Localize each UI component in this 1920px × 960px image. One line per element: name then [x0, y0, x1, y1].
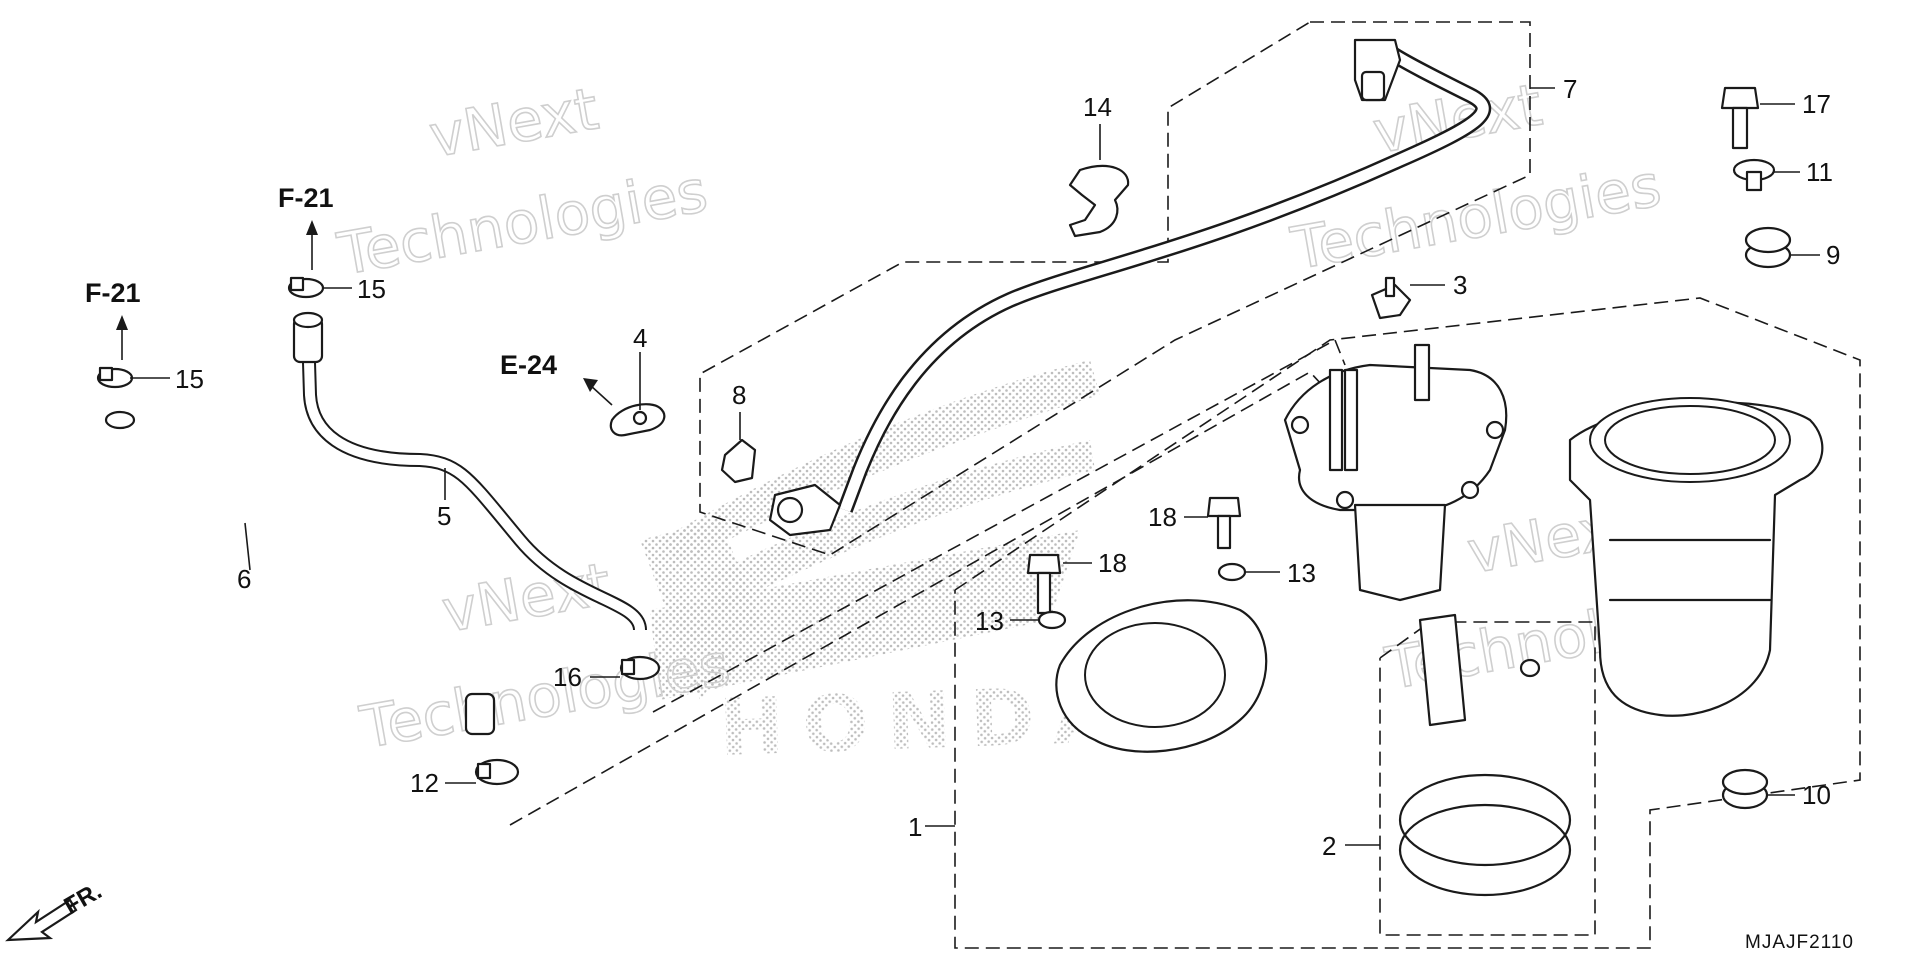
- assembly-outline-1: [954, 297, 1861, 949]
- callout-8: 8: [732, 380, 746, 410]
- fuel-pump-1: [1283, 343, 1508, 602]
- callout-17: 17: [1802, 89, 1831, 119]
- clip-3: [1370, 276, 1412, 320]
- fuel-tank-body: [1568, 397, 1824, 717]
- callout-3: 3: [1453, 270, 1467, 300]
- hose-5: [292, 311, 647, 632]
- washer-13-left: [1037, 610, 1067, 630]
- clamp-15-right: [287, 276, 325, 299]
- callout-7: 7: [1563, 74, 1577, 104]
- callout-13-left: 13: [975, 606, 1004, 636]
- callout-5: 5: [437, 501, 451, 531]
- clamp-12: [474, 758, 520, 786]
- svg-text:Technologies: Technologies: [333, 157, 713, 289]
- gasket: [1055, 599, 1268, 753]
- callout-12: 12: [410, 768, 439, 798]
- callout-13-right: 13: [1287, 558, 1316, 588]
- callout-15-right: 15: [357, 274, 386, 304]
- svg-text:Technologies: Technologies: [355, 630, 735, 762]
- clip-8: [720, 438, 757, 484]
- clamp-4: [609, 403, 666, 437]
- clamp-15-left: [96, 366, 134, 389]
- grommet-10: [1721, 768, 1769, 810]
- callout-10: 10: [1802, 780, 1831, 810]
- honda-wing-logo: HONDA: [640, 360, 1132, 774]
- guide-line-lower: [509, 370, 1323, 826]
- guide-line-upper: [652, 338, 1346, 713]
- assembly-outline-7: [699, 21, 1531, 556]
- callout-15-left: 15: [175, 364, 204, 394]
- callout-4: 4: [633, 323, 647, 353]
- grommet-9: [1744, 226, 1792, 269]
- bolt-17: [1720, 86, 1760, 150]
- svg-text:Technologies: Technologies: [1286, 151, 1666, 283]
- callout-14: 14: [1083, 92, 1112, 122]
- hose-6: [104, 410, 496, 736]
- callout-6: 6: [237, 564, 251, 594]
- strainer-set-2: [1398, 613, 1572, 897]
- callout-2: 2: [1322, 831, 1336, 861]
- callout-11: 11: [1806, 157, 1833, 187]
- bolt-18-right: [1206, 496, 1242, 550]
- callout-16: 16: [553, 662, 582, 692]
- ref-f21-right: F-21: [278, 183, 334, 213]
- washer-13-right: [1217, 562, 1247, 582]
- clip-14: [1068, 165, 1130, 238]
- callout-1: 1: [908, 812, 922, 842]
- washer-11: [1732, 158, 1776, 192]
- ref-e24: E-24: [500, 350, 557, 380]
- callout-9: 9: [1826, 240, 1840, 270]
- callout-18-right: 18: [1148, 502, 1177, 532]
- leader-lines: [116, 87, 1820, 846]
- bolt-18-left: [1026, 553, 1062, 615]
- callout-18-left: 18: [1098, 548, 1127, 578]
- front-direction-arrow: FR.: [5, 877, 106, 942]
- clamp-16: [619, 655, 661, 681]
- ref-f21-left: F-21: [85, 278, 141, 308]
- diagram-code: MJAJF2110: [1745, 932, 1854, 953]
- svg-text:vNext: vNext: [424, 74, 603, 170]
- fuel-line-7: [768, 38, 1492, 537]
